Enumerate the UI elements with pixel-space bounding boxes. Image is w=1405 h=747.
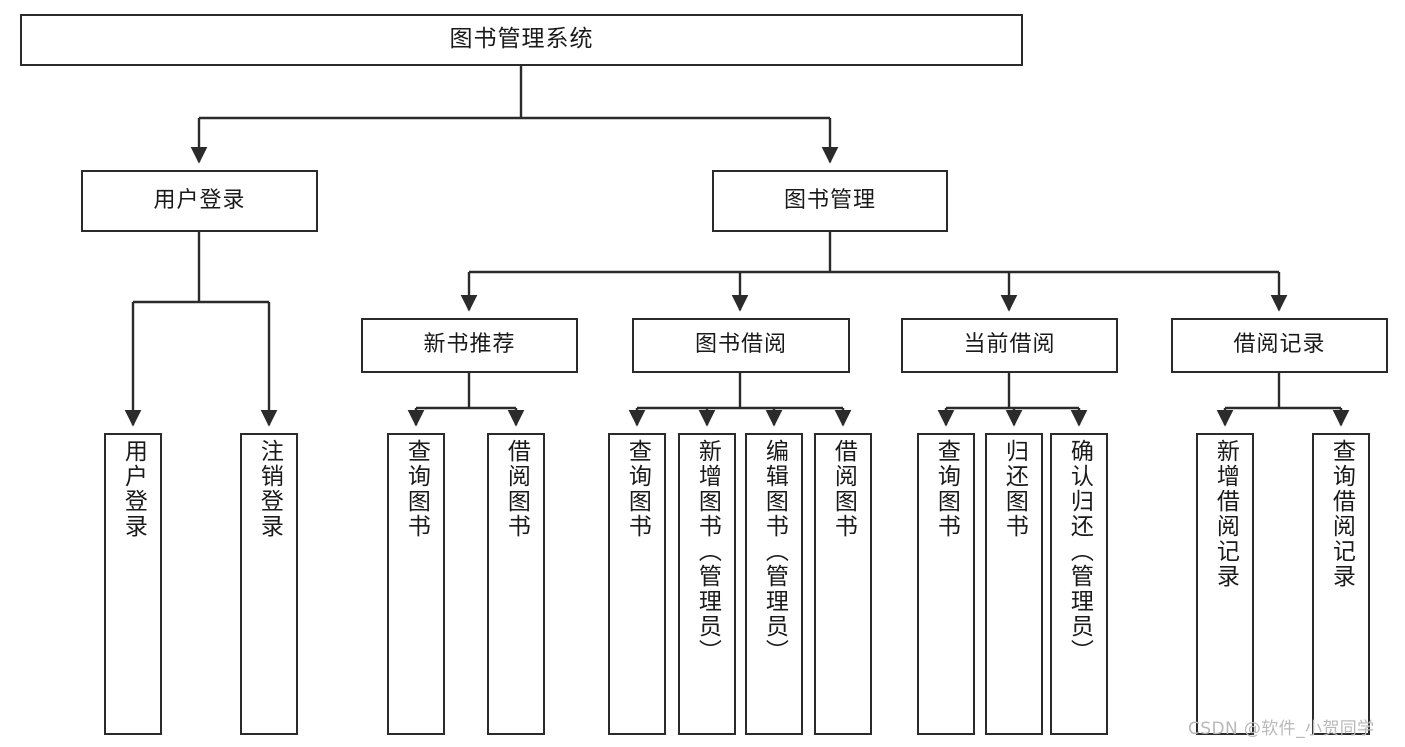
leaf-label: 确认归还（管理员） [1066, 439, 1093, 664]
node-label: 借阅记录 [1233, 332, 1326, 358]
leaf-query-borrow-record[interactable]: 查询借阅记录 [1312, 433, 1370, 735]
node-root-label: 图书管理系统 [449, 26, 594, 53]
leaf-borrow-book[interactable]: 借阅图书 [814, 433, 872, 735]
leaf-label: 借阅图书 [503, 439, 530, 539]
node-level3-current-borrow[interactable]: 当前借阅 [901, 318, 1118, 373]
leaf-label: 新增借阅记录 [1212, 439, 1239, 589]
leaf-add-book-admin[interactable]: 新增图书（管理员） [678, 433, 736, 735]
node-level3-borrow-record[interactable]: 借阅记录 [1171, 318, 1388, 373]
leaf-add-borrow-record[interactable]: 新增借阅记录 [1196, 433, 1254, 735]
leaf-label: 查询图书 [624, 439, 651, 539]
leaf-label: 新增图书（管理员） [694, 439, 721, 664]
leaf-label: 注销登录 [256, 439, 283, 539]
leaf-logout[interactable]: 注销登录 [240, 433, 298, 735]
leaf-label: 归还图书 [1001, 439, 1028, 539]
leaf-label: 查询图书 [403, 439, 430, 539]
leaf-label: 查询图书 [933, 439, 960, 539]
leaf-query-book-new[interactable]: 查询图书 [387, 433, 445, 735]
leaf-label: 借阅图书 [830, 439, 857, 539]
node-label: 图书借阅 [694, 332, 787, 358]
node-label: 新书推荐 [423, 332, 516, 358]
watermark: CSDN @软件_小贺同学 [1188, 719, 1375, 739]
node-level2-user-login[interactable]: 用户登录 [81, 170, 318, 232]
leaf-borrow-book-new[interactable]: 借阅图书 [487, 433, 545, 735]
leaf-user-login[interactable]: 用户登录 [104, 433, 162, 735]
node-level3-new-book-recommend[interactable]: 新书推荐 [361, 318, 578, 373]
leaf-label: 用户登录 [120, 439, 147, 539]
leaf-confirm-return-admin[interactable]: 确认归还（管理员） [1050, 433, 1108, 735]
leaf-query-book-borrow[interactable]: 查询图书 [608, 433, 666, 735]
leaf-return-book[interactable]: 归还图书 [985, 433, 1043, 735]
node-label: 图书管理 [783, 187, 876, 213]
node-label: 当前借阅 [963, 332, 1056, 358]
node-level2-book-management[interactable]: 图书管理 [712, 170, 948, 232]
node-label: 用户登录 [153, 187, 246, 213]
leaf-label: 查询借阅记录 [1328, 439, 1355, 589]
node-level3-book-borrow[interactable]: 图书借阅 [632, 318, 850, 373]
leaf-query-book-current[interactable]: 查询图书 [917, 433, 975, 735]
leaf-label: 编辑图书（管理员） [761, 439, 788, 664]
node-root[interactable]: 图书管理系统 [20, 14, 1023, 66]
leaf-edit-book-admin[interactable]: 编辑图书（管理员） [745, 433, 803, 735]
